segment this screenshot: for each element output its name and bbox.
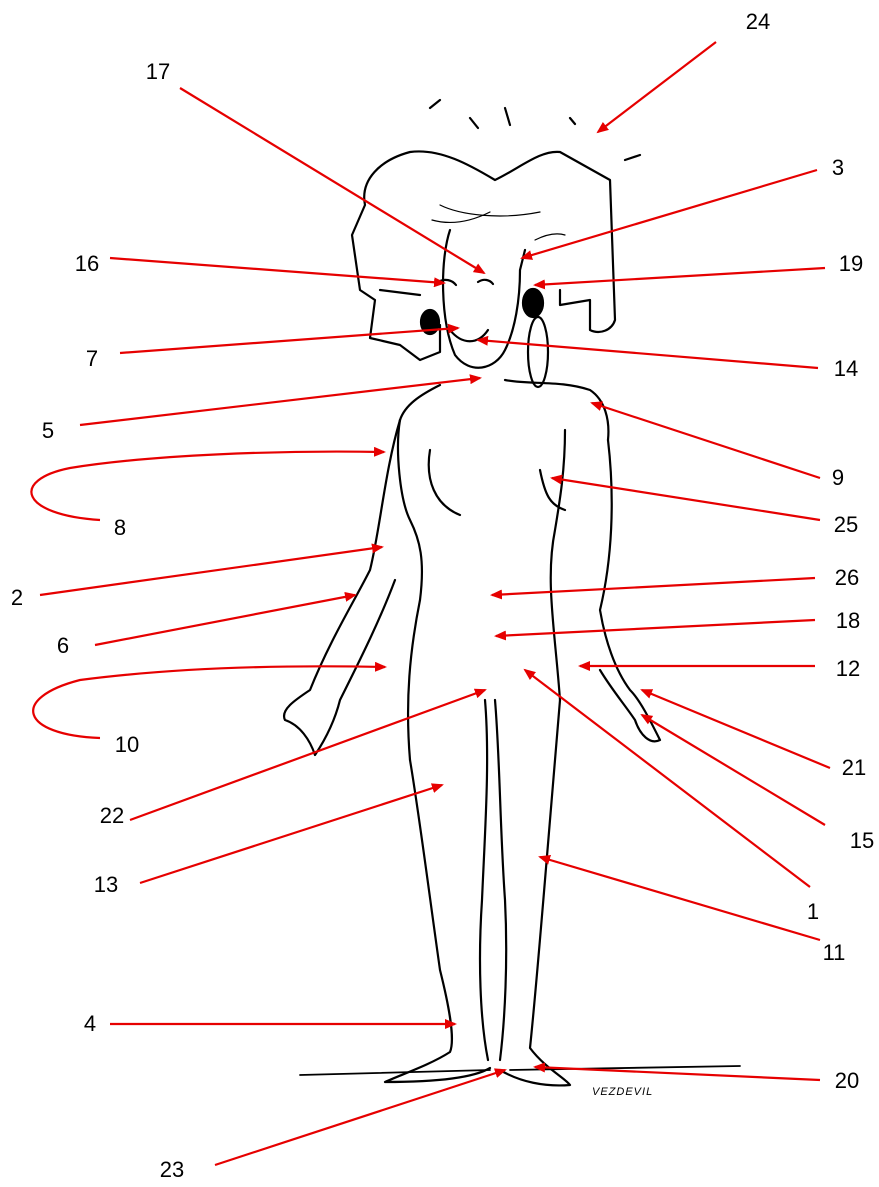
woman-figure-drawing <box>284 100 740 1085</box>
arrow-16 <box>110 258 444 283</box>
label-8: 8 <box>114 517 126 539</box>
artist-signature: VEZDEVIL <box>592 1086 653 1098</box>
arrow-20 <box>535 1067 820 1080</box>
arrow-2 <box>40 547 382 595</box>
breasts <box>429 450 565 515</box>
label-23: 23 <box>160 1159 184 1181</box>
label-16: 16 <box>75 253 99 275</box>
arrow-22 <box>130 690 485 820</box>
label-3: 3 <box>832 157 844 179</box>
label-9: 9 <box>832 467 844 489</box>
label-13: 13 <box>94 874 118 896</box>
label-14: 14 <box>834 358 858 380</box>
arrow-5 <box>80 378 480 425</box>
hair-strands <box>432 205 565 240</box>
arrow-11 <box>540 857 820 940</box>
arrow-25 <box>552 478 820 520</box>
label-20: 20 <box>835 1070 859 1092</box>
label-7: 7 <box>86 348 98 370</box>
label-4: 4 <box>84 1013 96 1035</box>
arrow-19 <box>535 268 825 285</box>
label-6: 6 <box>57 635 69 657</box>
face-outline <box>443 230 525 368</box>
arrow-6 <box>95 595 355 645</box>
label-17: 17 <box>146 61 170 83</box>
arm-right <box>600 440 660 741</box>
arrow-24 <box>598 42 716 132</box>
label-5: 5 <box>42 420 54 442</box>
arrow-18 <box>496 620 815 636</box>
neck-shoulders <box>400 380 608 440</box>
arrow-23 <box>215 1070 505 1165</box>
label-25: 25 <box>834 514 858 536</box>
label-12: 12 <box>836 658 860 680</box>
arrow-26 <box>492 578 815 595</box>
label-1: 1 <box>807 901 819 923</box>
label-18: 18 <box>836 610 860 632</box>
arrow-17 <box>180 88 484 273</box>
arrow-15 <box>642 715 825 825</box>
torso-left <box>398 420 422 760</box>
eye-right <box>478 280 493 284</box>
hair-outline <box>430 100 640 160</box>
label-10: 10 <box>115 734 139 756</box>
label-21: 21 <box>842 757 866 779</box>
earring-right-hoop <box>528 317 548 387</box>
label-11: 11 <box>823 942 846 964</box>
label-19: 19 <box>839 253 863 275</box>
label-26: 26 <box>835 567 859 589</box>
label-2: 2 <box>11 587 23 609</box>
hair-shape <box>352 151 615 360</box>
arm-left <box>284 420 400 755</box>
arrow-9 <box>592 403 820 478</box>
pointer-arrows <box>31 42 830 1165</box>
arrow-10 <box>33 666 385 738</box>
arrow-3 <box>522 170 817 258</box>
leg-inner <box>480 700 506 1060</box>
label-22: 22 <box>100 805 124 827</box>
leg-left <box>385 760 490 1082</box>
arrow-21 <box>642 690 830 768</box>
earring-right-top <box>523 289 543 317</box>
label-15: 15 <box>850 830 874 852</box>
arrow-1 <box>525 670 810 887</box>
label-24: 24 <box>746 11 770 33</box>
arrow-8 <box>31 452 384 520</box>
torso-right <box>551 430 565 700</box>
leg-right <box>500 700 570 1085</box>
